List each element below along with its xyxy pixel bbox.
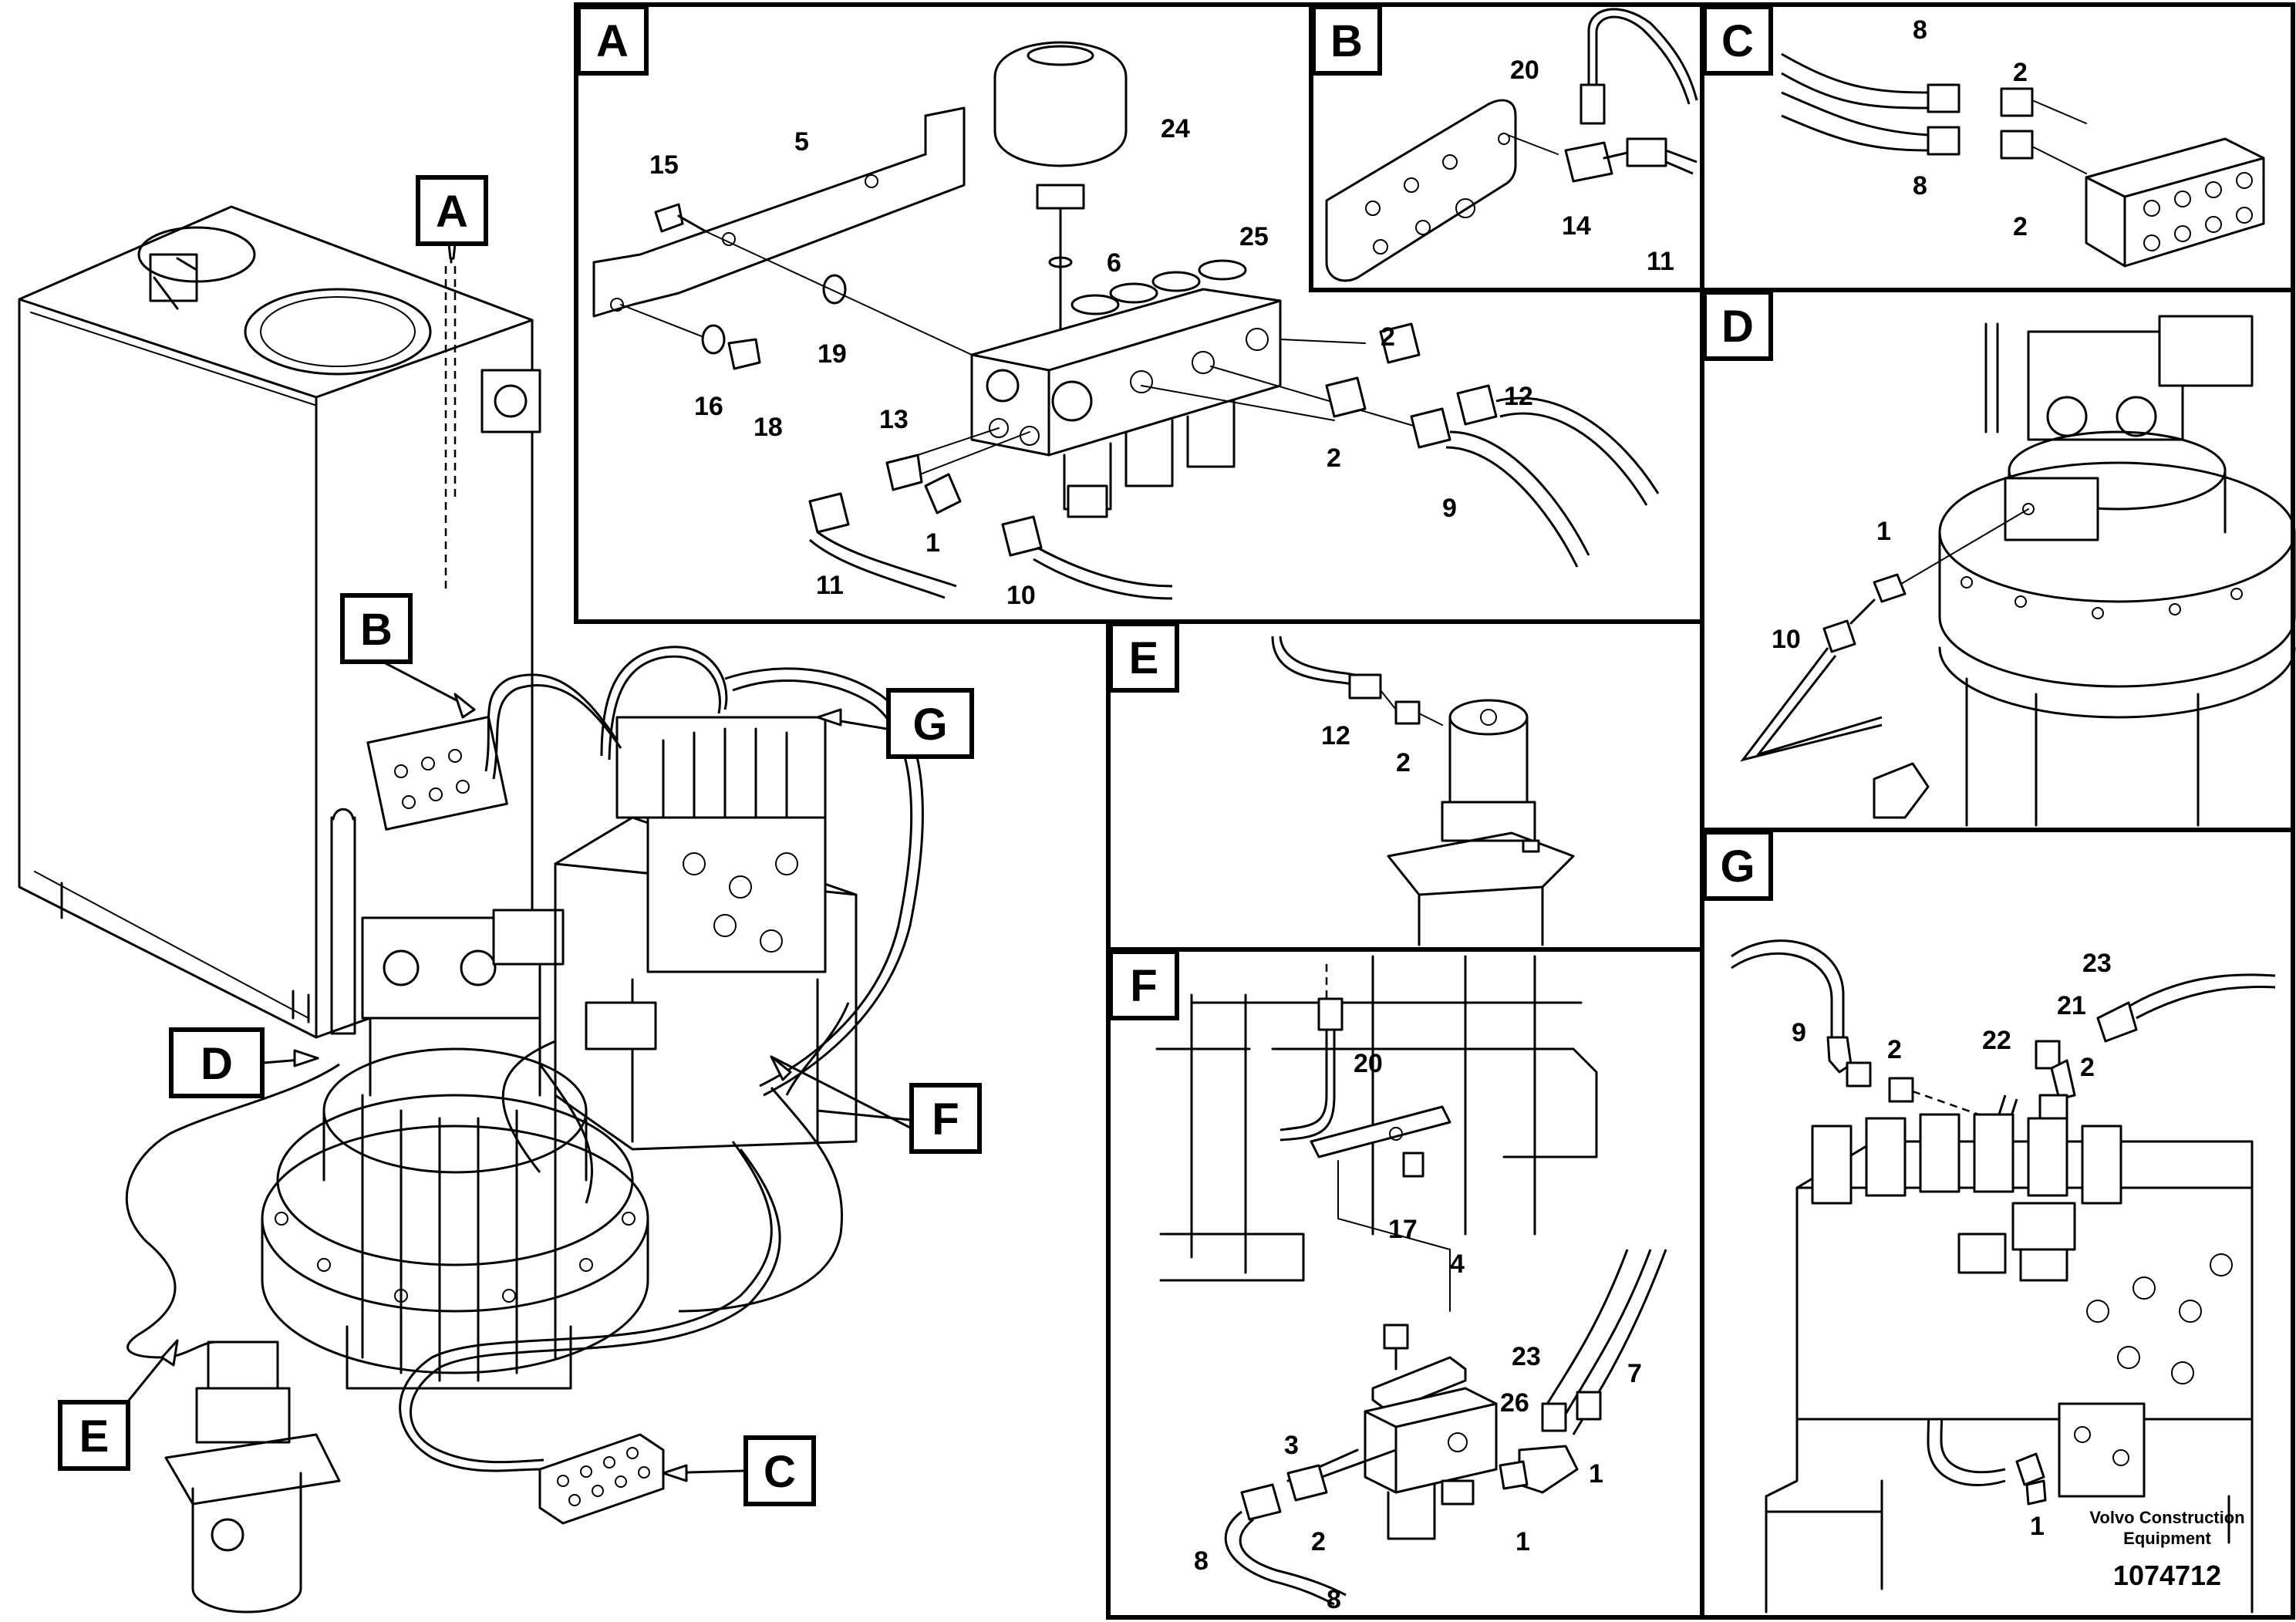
document-number: 1074712 [2113, 1560, 2221, 1591]
panel-d-letter: D [1721, 302, 1754, 352]
panel-tabs: A B C D E F G [576, 5, 1773, 1020]
part-2-upper: 2 [1381, 322, 1395, 352]
footer: Volvo Construction Equipment 1074712 [2089, 1508, 2244, 1591]
part-12: 12 [1321, 721, 1350, 750]
part-15: 15 [649, 150, 679, 180]
part-2-upper: 2 [2013, 58, 2028, 87]
panel-f-drawing [1155, 955, 1667, 1606]
part-21: 21 [2057, 991, 2086, 1020]
panel-g-drawing [1731, 939, 2276, 1614]
part-23: 23 [2082, 949, 2112, 978]
callout-a: A [416, 175, 488, 246]
part-1: 1 [1876, 517, 1891, 546]
part-26: 26 [1500, 1388, 1529, 1418]
panel-c-letter: C [1721, 16, 1754, 66]
part-1: 1 [2030, 1512, 2045, 1541]
part-23: 23 [1512, 1342, 1541, 1371]
part-2-lower: 2 [2013, 212, 2028, 241]
part-8-upper: 8 [1913, 15, 1927, 45]
part-19: 19 [818, 339, 847, 369]
main-hoses [125, 646, 924, 1472]
part-2-left: 2 [1887, 1035, 1902, 1064]
part-4: 4 [1450, 1249, 1465, 1279]
part-12: 12 [1504, 382, 1533, 411]
callout-d-label: D [201, 1039, 233, 1089]
callout-f-label: F [932, 1094, 959, 1145]
callout-c-label: C [764, 1447, 796, 1497]
part-2-lower: 2 [1327, 443, 1341, 473]
part-1: 1 [925, 528, 940, 558]
panel-c-labels: 8 2 8 2 [1913, 15, 2028, 241]
panel-g-frame [1700, 828, 2295, 1620]
part-10: 10 [1772, 625, 1801, 654]
panel-a-drawing [592, 41, 1660, 600]
hydraulic-tank [18, 205, 541, 1039]
callout-g-label: G [912, 700, 947, 750]
callout-c: C [743, 1435, 816, 1506]
panel-a-labels: 15 5 24 6 25 19 16 18 13 2 12 2 9 11 1 1… [649, 114, 1533, 610]
panel-e-letter: E [1129, 633, 1159, 683]
part-10: 10 [1006, 581, 1036, 610]
panel-g-labels: 9 2 22 21 2 23 1 [1792, 949, 2112, 1541]
part-16: 16 [694, 392, 723, 421]
brand-subname: Equipment [2123, 1529, 2211, 1548]
callout-a-label: A [436, 187, 468, 237]
main-assembly [18, 205, 924, 1614]
swivel-joint [164, 1340, 341, 1614]
callout-g: G [886, 688, 974, 759]
panel-b-drawing [1325, 8, 1698, 282]
part-25: 25 [1239, 222, 1269, 251]
part-13: 13 [879, 405, 909, 434]
callout-f: F [909, 1083, 982, 1154]
part-1-lower: 1 [1515, 1527, 1530, 1556]
panel-b-labels: 20 14 11 [1510, 56, 1674, 276]
panel-e-frame [1106, 619, 1704, 952]
callout-d: D [169, 1027, 265, 1098]
part-14: 14 [1562, 211, 1591, 241]
part-2: 2 [1396, 748, 1411, 777]
part-1-right: 1 [1589, 1459, 1603, 1489]
part-2-right: 2 [2080, 1053, 2095, 1082]
part-20: 20 [1510, 56, 1539, 85]
part-11: 11 [816, 571, 844, 600]
swing-motor [261, 808, 649, 1390]
panel-c-drawing [1781, 52, 2265, 268]
panel-a-letter: A [596, 16, 629, 66]
panel-f-letter: F [1130, 961, 1157, 1011]
part-2: 2 [1311, 1527, 1326, 1556]
part-8-left: 8 [1194, 1546, 1209, 1576]
part-9: 9 [1792, 1018, 1806, 1047]
part-6: 6 [1107, 248, 1121, 278]
panel-d-labels: 1 10 [1772, 517, 1891, 654]
part-24: 24 [1161, 114, 1190, 143]
part-17: 17 [1388, 1215, 1418, 1244]
brand-name: Volvo Construction [2089, 1508, 2244, 1527]
panel-d-drawing [1740, 315, 2296, 827]
part-20: 20 [1354, 1049, 1383, 1078]
callout-b-label: B [360, 605, 393, 655]
part-3: 3 [1284, 1431, 1299, 1460]
manifold-block-c [538, 1433, 665, 1525]
part-22: 22 [1982, 1026, 2011, 1055]
control-valve [554, 716, 858, 1151]
panel-f-labels: 20 17 4 23 7 26 3 1 2 1 8 8 [1194, 1049, 1642, 1614]
panel-e-drawing [1271, 636, 1575, 946]
part-7: 7 [1627, 1359, 1642, 1388]
part-9: 9 [1442, 494, 1457, 523]
panel-e-labels: 12 2 [1321, 721, 1411, 777]
main-callouts: A B C D E F G [58, 175, 982, 1506]
part-5: 5 [794, 127, 809, 157]
panel-b-letter: B [1330, 16, 1363, 66]
callout-b: B [340, 593, 413, 664]
panel-g-letter: G [1720, 841, 1755, 892]
part-8-lower: 8 [1913, 171, 1927, 201]
part-18: 18 [754, 413, 783, 442]
part-8-bottom: 8 [1327, 1585, 1341, 1614]
callout-e: E [58, 1400, 130, 1471]
callout-e-label: E [79, 1411, 110, 1462]
part-11: 11 [1647, 247, 1674, 276]
